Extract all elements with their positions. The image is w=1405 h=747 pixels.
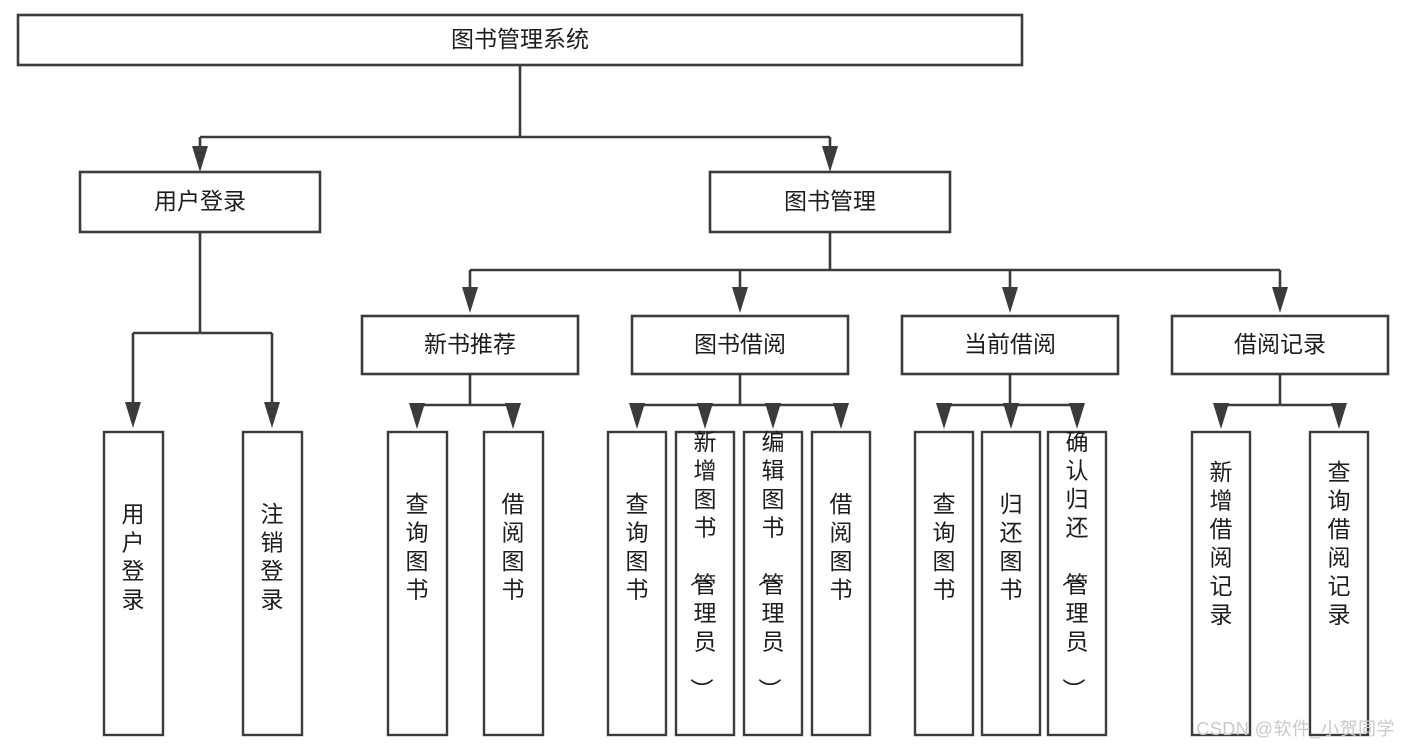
arrow-borrow-leaf-3 [765, 403, 781, 429]
leaf-return-book-label: 归还图书 [1000, 491, 1023, 603]
arrow-current-leaf-1 [936, 403, 952, 429]
leaf-edit-book-admin[interactable]: 编辑图书（管理员） [742, 429, 804, 737]
node-book-manage-label: 图书管理 [784, 188, 876, 214]
arrow-bookmanage-to-newbook [462, 287, 478, 313]
leaf-confirm-return-admin-label: 确认归还（管理员） [1061, 429, 1089, 701]
leaf-confirm-return-admin-box[interactable] [1046, 430, 1108, 737]
leaf-borrow-book-a-label: 借阅图书 [502, 491, 525, 603]
leaf-query-book-c[interactable]: 查询图书 [913, 430, 975, 737]
node-root-box[interactable] [16, 13, 1024, 67]
leaf-borrow-book-b-label: 借阅图书 [830, 491, 853, 603]
node-new-book-rec-label: 新书推荐 [424, 331, 516, 357]
arrow-userlogin-leaf-1 [125, 402, 141, 428]
node-user-login-box[interactable] [78, 170, 322, 234]
leaf-edit-book-admin-box[interactable] [742, 430, 804, 737]
leaf-query-book-a-label: 查询图书 [406, 491, 429, 603]
leaf-logout[interactable]: 注销登录 [241, 430, 304, 737]
leaf-add-book-admin[interactable]: 新增图书（管理员） [674, 429, 736, 737]
leaf-user-login[interactable]: 用户登录 [102, 430, 165, 737]
node-book-manage[interactable]: 图书管理 [708, 170, 952, 234]
arrow-bookmanage-to-record [1272, 287, 1288, 313]
node-user-login-label: 用户登录 [154, 188, 246, 214]
node-root[interactable]: 图书管理系统 [16, 13, 1024, 67]
arrow-newbook-leaf-2 [505, 403, 521, 429]
arrow-bookmanage-to-current [1002, 287, 1018, 313]
node-current-borrow[interactable]: 当前借阅 [900, 314, 1120, 376]
node-book-borrow-box[interactable] [630, 314, 850, 376]
leaf-add-book-admin-label: 新增图书（管理员） [689, 429, 717, 701]
csdn-watermark: CSDN @软件_小贺同学 [1196, 719, 1395, 739]
arrow-record-leaf-2 [1331, 403, 1347, 429]
leaf-user-login-box[interactable] [102, 430, 165, 737]
leaf-query-book-b-box[interactable] [606, 430, 668, 737]
leaf-query-book-b[interactable]: 查询图书 [606, 430, 668, 737]
leaf-add-book-admin-box[interactable] [674, 430, 736, 737]
leaf-add-borrow-record[interactable]: 新增借阅记录 [1190, 430, 1252, 737]
leaf-return-book-box[interactable] [980, 430, 1042, 737]
node-new-book-rec[interactable]: 新书推荐 [360, 314, 580, 376]
arrow-newbook-leaf-1 [409, 403, 425, 429]
arrow-borrow-leaf-4 [833, 403, 849, 429]
leaf-query-book-b-label: 查询图书 [626, 491, 649, 603]
leaf-borrow-book-b[interactable]: 借阅图书 [810, 430, 872, 737]
leaf-logout-box[interactable] [241, 430, 304, 737]
arrow-root-to-userlogin [192, 146, 208, 172]
arrow-current-leaf-3 [1069, 403, 1085, 429]
leaf-query-book-c-label: 查询图书 [933, 491, 956, 603]
node-current-borrow-label: 当前借阅 [964, 331, 1056, 357]
node-book-borrow-label: 图书借阅 [694, 331, 786, 357]
arrow-bookmanage-to-borrow [732, 287, 748, 313]
arrow-borrow-leaf-1 [629, 403, 645, 429]
leaf-query-borrow-record-label: 查询借阅记录 [1328, 459, 1351, 628]
leaf-query-borrow-record-box[interactable] [1308, 430, 1370, 737]
leaf-user-login-label: 用户登录 [122, 501, 145, 613]
leaf-borrow-book-a-box[interactable] [482, 430, 545, 737]
node-root-label: 图书管理系统 [451, 26, 589, 52]
node-borrow-record[interactable]: 借阅记录 [1170, 314, 1390, 376]
leaf-return-book[interactable]: 归还图书 [980, 430, 1042, 737]
leaf-borrow-book-b-box[interactable] [810, 430, 872, 737]
node-new-book-rec-box[interactable] [360, 314, 580, 376]
arrow-borrow-leaf-2 [697, 403, 713, 429]
edge-layer [125, 65, 1347, 429]
node-current-borrow-box[interactable] [900, 314, 1120, 376]
node-book-borrow[interactable]: 图书借阅 [630, 314, 850, 376]
leaf-query-book-a[interactable]: 查询图书 [386, 430, 449, 737]
leaf-borrow-book-a[interactable]: 借阅图书 [482, 430, 545, 737]
leaf-edit-book-admin-label: 编辑图书（管理员） [757, 429, 785, 701]
leaf-add-borrow-record-label: 新增借阅记录 [1210, 459, 1233, 628]
arrow-current-leaf-2 [1003, 403, 1019, 429]
arrow-record-leaf-1 [1213, 403, 1229, 429]
leaf-add-borrow-record-box[interactable] [1190, 430, 1252, 737]
node-borrow-record-box[interactable] [1170, 314, 1390, 376]
leaf-logout-label: 注销登录 [261, 501, 284, 613]
leaf-confirm-return-admin[interactable]: 确认归还（管理员） [1046, 429, 1108, 737]
node-borrow-record-label: 借阅记录 [1234, 331, 1326, 357]
leaf-query-borrow-record[interactable]: 查询借阅记录 [1308, 430, 1370, 737]
arrow-root-to-bookmanage [822, 146, 838, 172]
node-user-login[interactable]: 用户登录 [78, 170, 322, 234]
leaf-query-book-c-box[interactable] [913, 430, 975, 737]
node-book-manage-box[interactable] [708, 170, 952, 234]
leaf-query-book-a-box[interactable] [386, 430, 449, 737]
arrow-userlogin-leaf-2 [264, 402, 280, 428]
